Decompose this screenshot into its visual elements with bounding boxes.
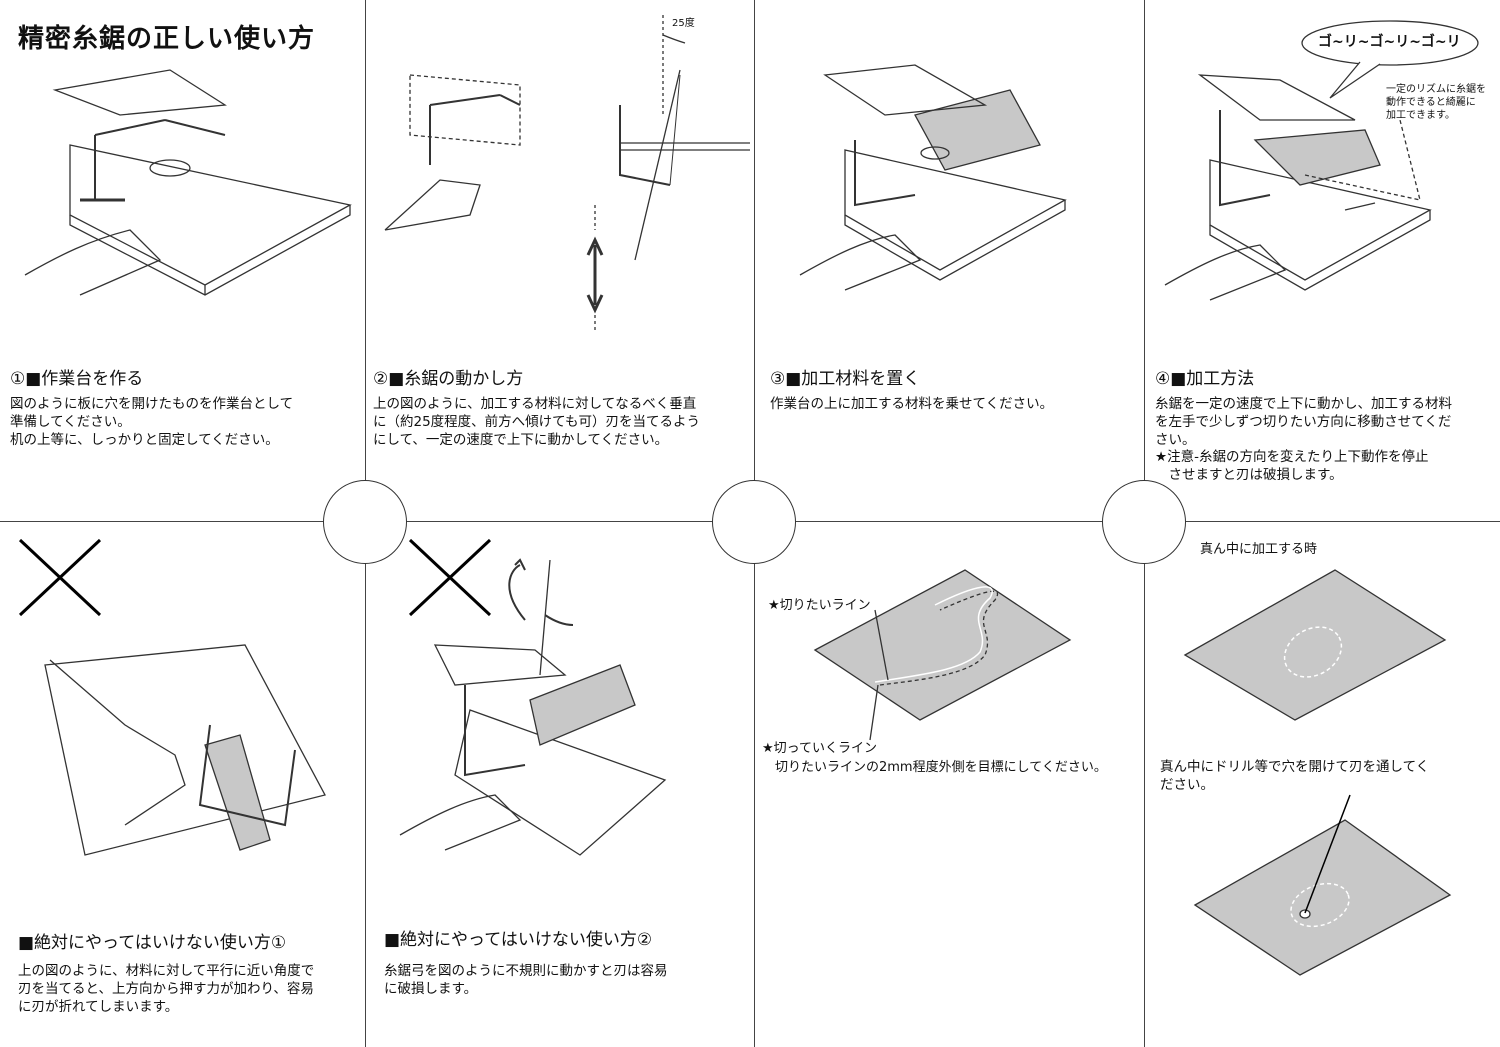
wrong-use-2-illustration xyxy=(395,535,685,865)
step2-text: 上の図のように、加工する材料に対してなるべく垂直 に（約25度程度、前方へ傾けて… xyxy=(373,396,701,448)
page-title: 精密糸鋸の正しい使い方 xyxy=(18,24,316,54)
step3-heading: ③■加工材料を置く xyxy=(770,369,921,389)
divider-circle-2 xyxy=(712,480,796,564)
place-material-illustration xyxy=(795,65,1095,315)
step4-text: 糸鋸を一定の速度で上下に動かし、加工する材料 を左手で少しずつ切りたい方向に移動… xyxy=(1155,396,1452,448)
divider-circle-1 xyxy=(323,480,407,564)
wrong2-text: 糸鋸弓を図のように不規則に動かすと刃は容易 に破損します。 xyxy=(384,963,668,997)
rhythm-note: 一定のリズムに糸鋸を 動作できると綺麗に 加工できます。 xyxy=(1386,84,1486,121)
step1-text: 図のように板に穴を開けたものを作業台として 準備してください。 机の上等に、しっ… xyxy=(10,396,294,448)
step2-heading: ②■糸鋸の動かし方 xyxy=(373,369,524,389)
cut-path-label: ★切っていくライン xyxy=(762,741,878,756)
center-cut-label: 真ん中に加工する時 xyxy=(1200,542,1318,557)
divider-circle-3 xyxy=(1102,480,1186,564)
cut-path-note: 切りたいラインの2mm程度外側を目標にしてください。 xyxy=(762,760,1107,775)
step1-heading: ①■作業台を作る xyxy=(10,369,144,389)
angle-label: 25度 xyxy=(672,18,695,29)
drill-hole-sheet xyxy=(1195,795,1455,975)
cut-line-label: ★切りたいライン xyxy=(768,598,871,613)
step4-heading: ④■加工方法 xyxy=(1155,369,1255,389)
step4-warning: ★注意-糸鋸の方向を変えたり上下動作を停止 させますと刃は破損します。 xyxy=(1155,449,1429,483)
wrong-use-1-illustration xyxy=(15,535,355,865)
wrong2-heading: ■絶対にやってはいけない使い方② xyxy=(384,930,653,950)
step3-text: 作業台の上に加工する材料を乗せてください。 xyxy=(770,396,1054,412)
sound-bubble-text: ゴ~リ~ゴ~リ~ゴ~リ xyxy=(1318,34,1461,50)
center-hole-sheet xyxy=(1185,570,1445,720)
wrong1-text: 上の図のように、材料に対して平行に近い角度で 刃を当てると、上方向から押す力が加… xyxy=(18,963,315,1015)
cut-line-illustration xyxy=(810,570,1075,720)
center-cut-text: 真ん中にドリル等で穴を開けて刃を通してく ださい。 xyxy=(1160,759,1430,793)
wrong1-heading: ■絶対にやってはいけない使い方① xyxy=(18,933,287,953)
saw-motion-illustration xyxy=(380,15,750,325)
workbench-illustration xyxy=(20,60,350,310)
sound-bubble xyxy=(1300,18,1480,98)
processing-illustration xyxy=(1160,75,1480,315)
